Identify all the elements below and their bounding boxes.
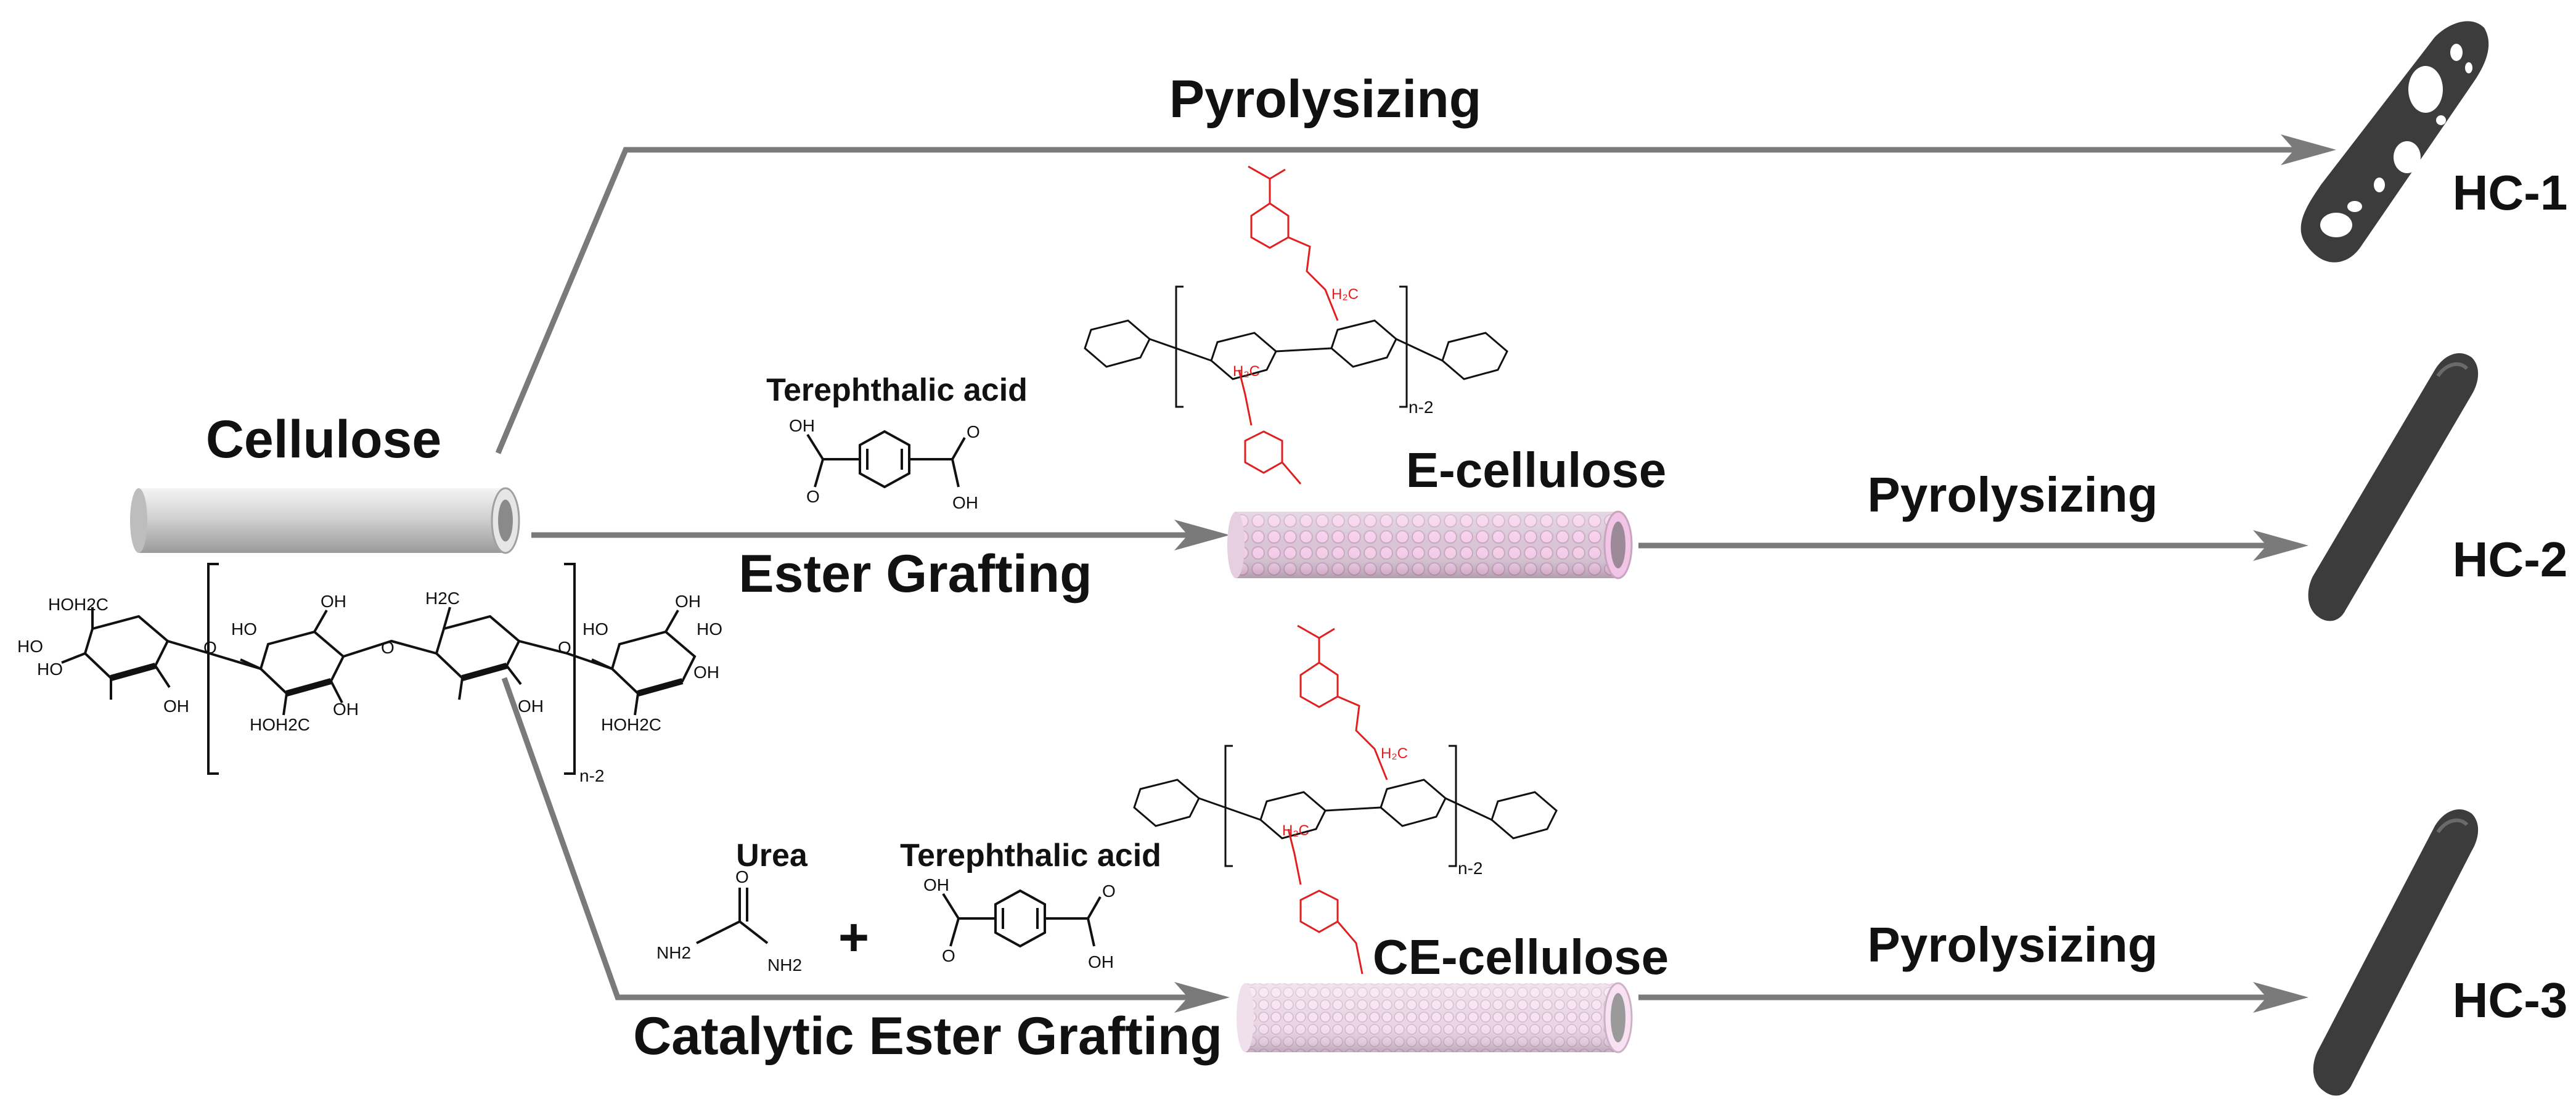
svg-text:HOH2C: HOH2C xyxy=(601,715,661,734)
svg-text:H₂C: H₂C xyxy=(1381,745,1408,762)
svg-text:O: O xyxy=(381,638,395,657)
cellulose-rod xyxy=(130,487,520,554)
pyrolysizing-label-bottom: Pyrolysizing xyxy=(1867,917,2157,972)
e-cellulose-tube xyxy=(1227,510,1633,579)
e-cellulose-graft-structure: H₂C H₂C n-2 xyxy=(1084,165,1508,485)
arrows xyxy=(495,134,2336,1013)
arrow-top-head xyxy=(2281,134,2336,165)
arrow-mid-head xyxy=(2253,530,2308,561)
hc3-carbon-rod xyxy=(2313,809,2479,1096)
svg-text:OH: OH xyxy=(518,697,544,716)
svg-text:HO: HO xyxy=(583,619,608,639)
svg-text:H₂C: H₂C xyxy=(1233,363,1260,380)
terephthalic-acid-label-2: Terephthalic acid xyxy=(900,838,1161,873)
ce-cellulose-label: CE-cellulose xyxy=(1373,930,1669,984)
svg-text:OH: OH xyxy=(321,592,346,611)
svg-text:O: O xyxy=(558,638,571,657)
catalytic-ester-grafting-label: Catalytic Ester Grafting xyxy=(633,1007,1222,1066)
svg-text:NH2: NH2 xyxy=(767,955,802,975)
svg-text:OH: OH xyxy=(163,697,189,716)
terephthalic-acid-label-1: Terephthalic acid xyxy=(766,372,1028,408)
svg-text:O: O xyxy=(203,638,217,657)
hc2-label: HC-2 xyxy=(2453,532,2568,587)
svg-text:H2C: H2C xyxy=(425,589,460,608)
svg-text:O: O xyxy=(967,422,980,441)
svg-text:HO: HO xyxy=(37,660,63,679)
svg-text:OH: OH xyxy=(693,663,719,682)
svg-text:OH: OH xyxy=(675,592,701,611)
hc2-carbon-rod xyxy=(2308,353,2479,621)
svg-text:H₂C: H₂C xyxy=(1282,822,1309,839)
svg-text:O: O xyxy=(806,487,820,506)
ce-cellulose-graft-structure: H₂C H₂C n-2 xyxy=(1133,624,1558,975)
ester-grafting-label: Ester Grafting xyxy=(738,544,1092,603)
svg-text:HOH2C: HOH2C xyxy=(48,595,108,614)
ce-cellulose-tube xyxy=(1237,982,1633,1053)
arrow-catalytic-head xyxy=(1174,982,1230,1013)
cellulose-chain-structure xyxy=(61,563,697,775)
arrow-catalytic-grafting xyxy=(501,677,1190,1000)
svg-text:O: O xyxy=(1102,881,1116,901)
hc3-label: HC-3 xyxy=(2453,973,2568,1028)
svg-text:OH: OH xyxy=(923,875,949,894)
hc1-label: HC-1 xyxy=(2453,165,2568,220)
pyrolysizing-label-top: Pyrolysizing xyxy=(1169,70,1482,129)
arrow-bottom-head xyxy=(2253,982,2308,1013)
urea-label: Urea xyxy=(736,838,808,873)
svg-text:n-2: n-2 xyxy=(1458,859,1482,878)
svg-text:OH: OH xyxy=(952,493,978,512)
terephthalic-acid-2-groups: OH O O OH xyxy=(923,875,1116,971)
urea-groups: NH2 O NH2 xyxy=(656,867,802,975)
svg-text:O: O xyxy=(735,867,749,886)
cellulose-label: Cellulose xyxy=(206,410,441,469)
svg-text:HO: HO xyxy=(697,619,722,639)
arrow-ester-grafting-head xyxy=(1174,520,1230,550)
terephthalic-acid-1-groups: OH O O OH xyxy=(789,416,980,512)
urea-structure xyxy=(696,888,769,944)
terephthalic-acid-structure-2 xyxy=(942,889,1102,948)
terephthalic-acid-structure-1 xyxy=(806,430,966,489)
svg-text:O: O xyxy=(942,946,955,965)
svg-text:OH: OH xyxy=(789,416,815,435)
svg-text:n-2: n-2 xyxy=(1409,398,1433,417)
svg-text:HO: HO xyxy=(17,637,43,656)
svg-text:OH: OH xyxy=(333,700,359,719)
svg-text:HOH2C: HOH2C xyxy=(250,715,310,734)
svg-text:OH: OH xyxy=(1088,952,1114,971)
cellulose-chain-labels: HOH2C HO HO OH O HO OH HOH2C O OH H2C O … xyxy=(17,589,722,785)
svg-text:HO: HO xyxy=(231,619,257,639)
svg-text:NH2: NH2 xyxy=(656,943,691,962)
hc1-porous-carbon xyxy=(2300,21,2489,263)
pyrolysizing-label-mid: Pyrolysizing xyxy=(1867,467,2157,522)
svg-text:n-2: n-2 xyxy=(579,766,604,785)
arrow-top-pyrolysis xyxy=(495,147,2296,454)
svg-text:H₂C: H₂C xyxy=(1331,286,1359,303)
plus-sign: + xyxy=(838,908,869,967)
e-cellulose-label: E-cellulose xyxy=(1406,443,1666,497)
